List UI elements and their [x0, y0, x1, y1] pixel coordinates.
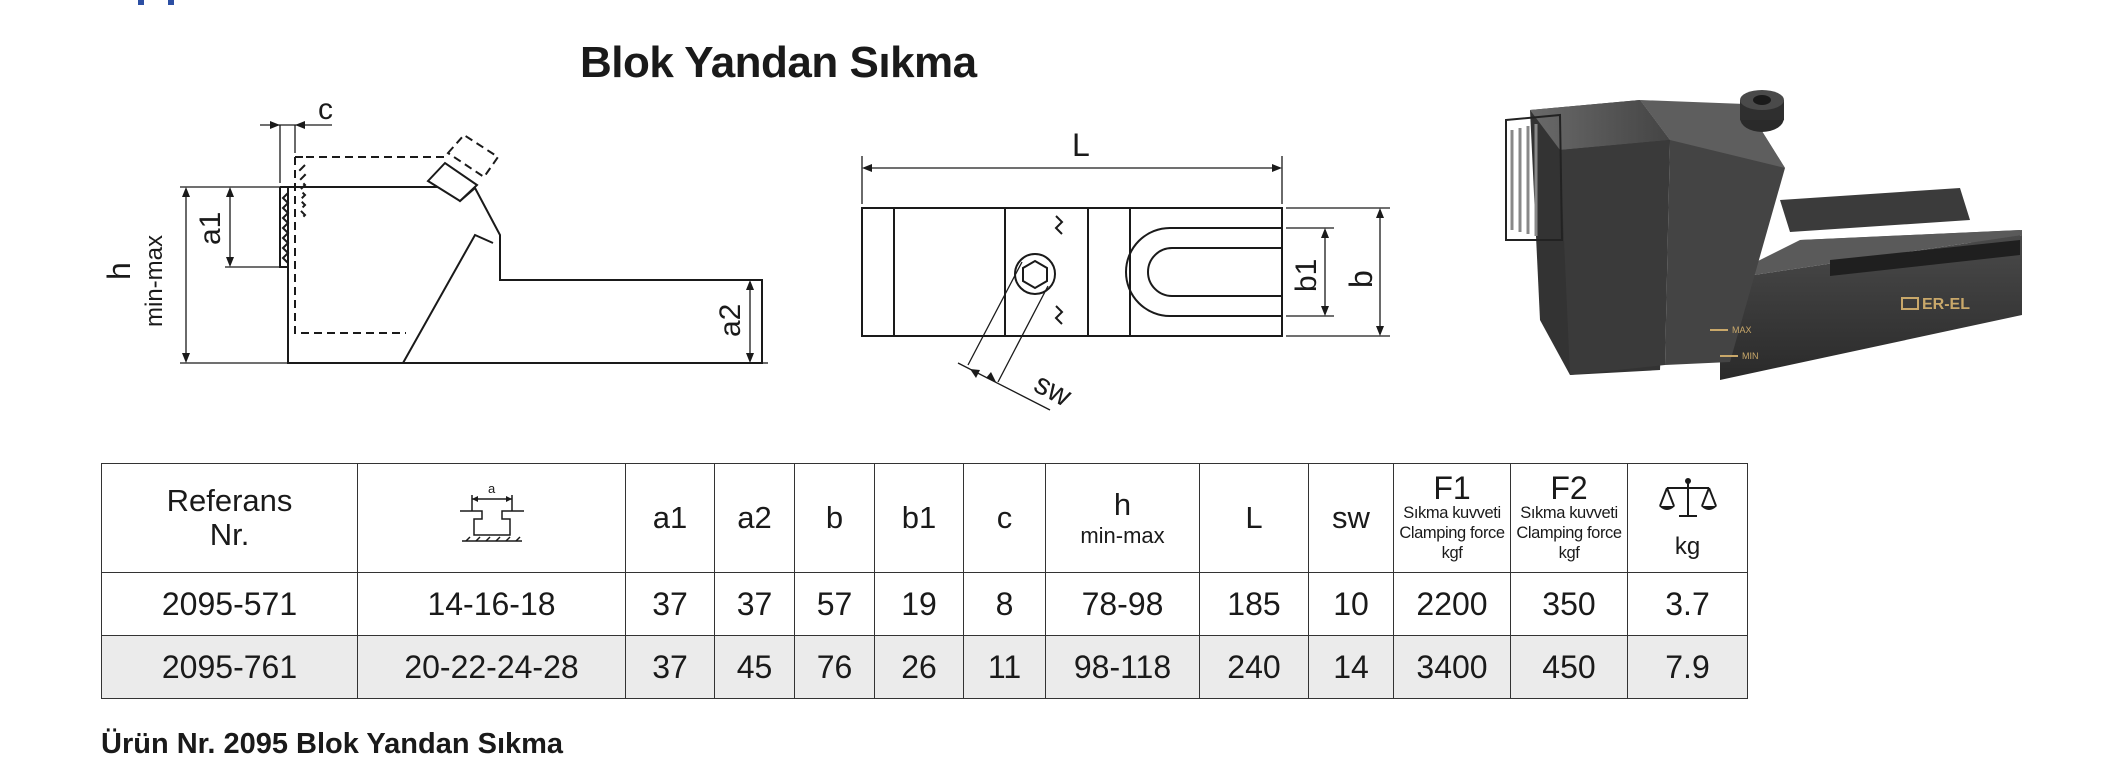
cell-c: 8 [963, 572, 1046, 636]
cell-a1: 37 [625, 635, 715, 699]
dim-label-a2: a2 [714, 304, 747, 337]
spec-table: Referans Nr. [101, 463, 1748, 699]
dim-label-min-max: min-max [141, 235, 168, 327]
table-row: 2095-571 14-16-18 37 37 57 19 8 78-98 18… [101, 572, 1748, 636]
cell-b1: 26 [874, 635, 964, 699]
cell-kg: 7.9 [1627, 635, 1748, 699]
cell-a1: 37 [625, 572, 715, 636]
header-b: b [794, 463, 875, 573]
header-h: h min-max [1045, 463, 1200, 573]
cell-b: 57 [794, 572, 875, 636]
cell-slot: 14-16-18 [357, 572, 626, 636]
cell-a2: 45 [714, 635, 795, 699]
cell-b: 76 [794, 635, 875, 699]
header-sw: sw [1308, 463, 1394, 573]
cell-c: 11 [963, 635, 1046, 699]
header-weight: kg [1627, 463, 1748, 573]
photo-brand: ER-EL [1922, 296, 1970, 313]
dim-label-L: L [1072, 127, 1090, 163]
table-header-row: Referans Nr. [101, 463, 1748, 573]
cell-f2: 350 [1510, 572, 1628, 636]
cell-ref: 2095-571 [101, 572, 358, 636]
header-L: L [1199, 463, 1309, 573]
header-f1: F1 Sıkma kuvveti Clamping force kgf [1393, 463, 1511, 573]
page-title: Blok Yandan Sıkma [580, 38, 977, 87]
dim-label-a1: a1 [194, 212, 227, 245]
cell-b1: 19 [874, 572, 964, 636]
header-a1: a1 [625, 463, 715, 573]
table-row: 2095-761 20-22-24-28 37 45 76 26 11 98-1… [101, 635, 1748, 699]
header-f2: F2 Sıkma kuvveti Clamping force kgf [1510, 463, 1628, 573]
slot-dim-label: a [488, 481, 496, 496]
dim-label-sw: sw [1029, 367, 1077, 414]
header-slot: a [357, 463, 626, 573]
footnote: Ürün Nr. 2095 Blok Yandan Sıkma [101, 728, 564, 760]
cell-h: 98-118 [1045, 635, 1200, 699]
cell-a2: 37 [714, 572, 795, 636]
cell-kg: 3.7 [1627, 572, 1748, 636]
dim-label-b1: b1 [1290, 259, 1323, 292]
cell-slot: 20-22-24-28 [357, 635, 626, 699]
header-b1: b1 [874, 463, 964, 573]
side-view-drawing: c a1 h min-max a2 [101, 95, 768, 364]
header-ref: Referans Nr. [101, 463, 358, 573]
cell-sw: 10 [1308, 572, 1394, 636]
photo-min-mark: MIN [1742, 351, 1759, 361]
header-a2: a2 [714, 463, 795, 573]
header-c: c [963, 463, 1046, 573]
cell-f1: 3400 [1393, 635, 1511, 699]
cell-f2: 450 [1510, 635, 1628, 699]
brand-logo-icon [1901, 297, 1919, 310]
photo-max-mark: MAX [1732, 325, 1752, 335]
t-slot-icon: a [459, 481, 524, 542]
cell-ref: 2095-761 [101, 635, 358, 699]
cell-L: 240 [1199, 635, 1309, 699]
top-view-drawing: L b1 b sw [861, 127, 1390, 414]
dim-label-c: c [318, 95, 333, 126]
cell-h: 78-98 [1045, 572, 1200, 636]
corner-mark [138, 0, 174, 5]
cell-sw: 14 [1308, 635, 1394, 699]
scale-icon [1658, 477, 1717, 517]
product-photo: MAX MIN ER-EL [1505, 90, 2022, 380]
cell-L: 185 [1199, 572, 1309, 636]
dim-label-h: h [101, 262, 137, 280]
cell-f1: 2200 [1393, 572, 1511, 636]
dim-label-b: b [1343, 270, 1379, 288]
